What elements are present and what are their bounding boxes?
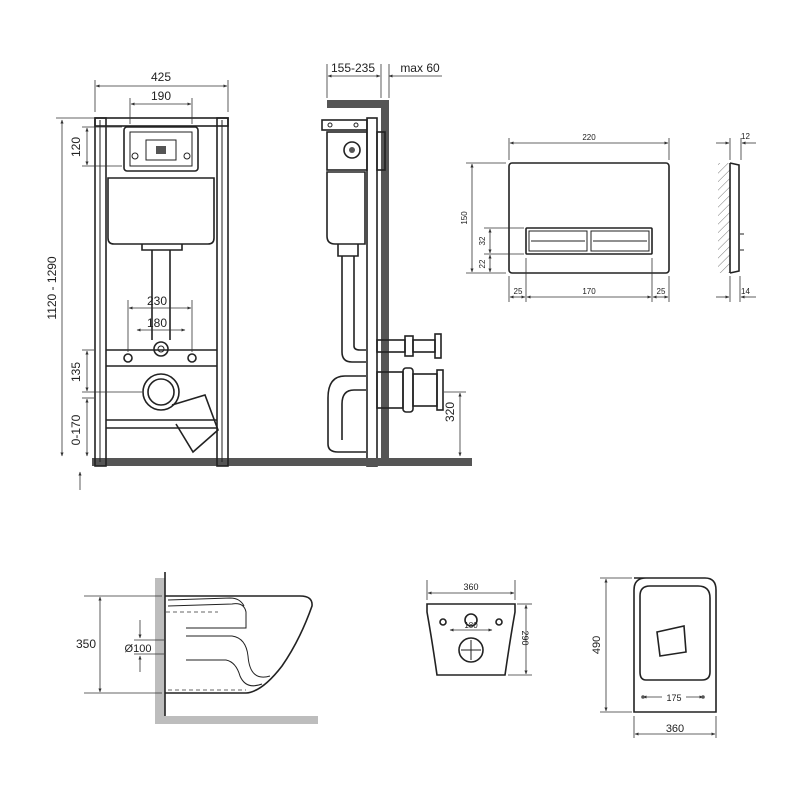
flush-plate-side-view: 12 14 [716, 132, 756, 302]
bowl-back-height-label: 290 [520, 630, 530, 645]
bowl-rim [639, 585, 711, 681]
plate-height-label: 150 [460, 211, 469, 225]
bowl-top-view: 490 175 360 [591, 577, 717, 738]
bowl-height-label: 350 [76, 637, 96, 651]
plate-wall-hatch [718, 163, 730, 273]
bowl-top-outline [633, 577, 717, 713]
waste-outlet [142, 373, 180, 411]
mount-width-label: 190 [151, 89, 171, 103]
side-frame-post [366, 117, 378, 467]
frame-front-view: 425 190 120 1120 - 1290 230 180 135 0-17… [45, 70, 472, 490]
frame-side-view: 155-235 max 60 320 [321, 61, 472, 467]
bowl-outlet [458, 637, 484, 663]
bowl-side-view: 350 Ø100 [76, 572, 318, 724]
bowl-outer-profile [165, 595, 313, 694]
side-waste-connector [376, 371, 404, 409]
side-cistern [326, 171, 366, 245]
right-margin-label: 25 [657, 287, 666, 296]
cistern-tank [107, 177, 215, 245]
mount-bolt-left [123, 353, 133, 363]
pipe-height-label: 135 [69, 362, 83, 382]
frame-width-label: 425 [151, 70, 171, 84]
flush-buttons-outline [525, 227, 653, 255]
foot-adjust-label: 0-170 [69, 414, 83, 445]
side-inlet-connector [434, 333, 442, 359]
outlet-height-label: 320 [443, 402, 457, 422]
flush-button-large[interactable] [590, 230, 650, 252]
bowl-top-width-label: 360 [666, 723, 684, 735]
bowl-back-width-label: 360 [463, 582, 478, 592]
flush-plate-outline [508, 162, 670, 274]
side-flush-pipe [341, 256, 366, 363]
bowl-inlet [464, 613, 478, 627]
bowl-bottom [656, 625, 687, 657]
plate-top-thickness-label: 12 [741, 132, 750, 141]
bowl-inner-span-label: 175 [666, 693, 681, 703]
bowl-wall [155, 578, 165, 718]
plate-width-label: 220 [582, 133, 596, 142]
button-height-label: 32 [478, 236, 487, 245]
side-wall [381, 100, 389, 466]
bottom-margin-label: 22 [478, 259, 487, 268]
bowl-back-view: 360 180 290 [426, 580, 532, 676]
bowl-back-outline [426, 603, 516, 676]
frame-height-label: 1120 - 1290 [45, 256, 59, 319]
flush-pipe [151, 250, 171, 340]
mount-height-label: 120 [69, 137, 83, 157]
bowl-back-bolt-span-label: 180 [464, 621, 478, 630]
left-margin-label: 25 [514, 287, 523, 296]
side-depth-label: 155-235 [331, 61, 375, 75]
frame-top-rail [94, 117, 229, 127]
floor-line [92, 458, 472, 466]
pipe-diameter-label: Ø100 [125, 643, 152, 655]
bolt-span-label: 230 [147, 294, 167, 308]
button-width-label: 170 [582, 287, 596, 296]
side-waste-pipe [327, 375, 366, 453]
mount-bolt-right [187, 353, 197, 363]
flush-button-small[interactable] [528, 230, 588, 252]
plate-bottom-thickness-label: 14 [741, 287, 750, 296]
side-wall-top [327, 100, 381, 108]
waste-elbow [171, 394, 219, 454]
inner-span-label: 180 [147, 316, 167, 330]
plate-profile [729, 162, 740, 274]
bowl-length-label: 490 [591, 636, 603, 654]
side-mount-box [326, 131, 368, 171]
side-max-label: max 60 [400, 61, 440, 75]
flush-plate-front-view: 220 150 32 22 25 170 25 [460, 133, 670, 302]
flush-mount-box [123, 126, 199, 172]
